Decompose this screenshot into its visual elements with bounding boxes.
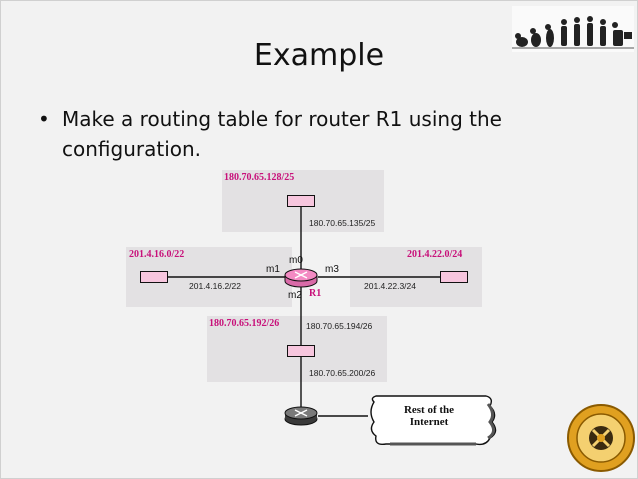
internet-cloud-icon xyxy=(370,395,497,446)
router-r1-icon xyxy=(284,268,318,288)
slide-title: Example xyxy=(253,38,385,73)
network-label-bottom: 180.70.65.192/26 xyxy=(209,318,280,329)
network-label-right: 201.4.22.0/24 xyxy=(407,249,463,260)
address-right: 201.4.22.3/24 xyxy=(364,281,416,291)
address-top: 180.70.65.135/25 xyxy=(309,218,376,228)
network-label-left: 201.4.16.0/22 xyxy=(129,249,185,260)
internet-label: Rest of the Internet xyxy=(403,404,455,428)
edge-router-icon xyxy=(284,406,318,426)
address-bottom-router: 180.70.65.194/26 xyxy=(306,321,373,331)
bullet-text: Make a routing table for router R1 using… xyxy=(62,107,502,161)
address-left: 201.4.16.2/22 xyxy=(189,281,241,291)
router-r1-label: R1 xyxy=(309,288,322,299)
host-right xyxy=(440,271,468,283)
interface-m1: m1 xyxy=(266,264,280,275)
host-bottom xyxy=(287,345,315,357)
interface-m3: m3 xyxy=(325,264,339,275)
address-bottom-edge: 180.70.65.200/26 xyxy=(309,368,376,378)
university-seal-logo xyxy=(567,404,635,472)
interface-m2: m2 xyxy=(288,290,302,301)
host-top xyxy=(287,195,315,207)
bullet-marker: • xyxy=(38,107,50,131)
interface-m0: m0 xyxy=(289,255,303,266)
host-left xyxy=(140,271,168,283)
network-label-top: 180.70.65.128/25 xyxy=(224,172,295,183)
evolution-illustration xyxy=(512,6,634,52)
